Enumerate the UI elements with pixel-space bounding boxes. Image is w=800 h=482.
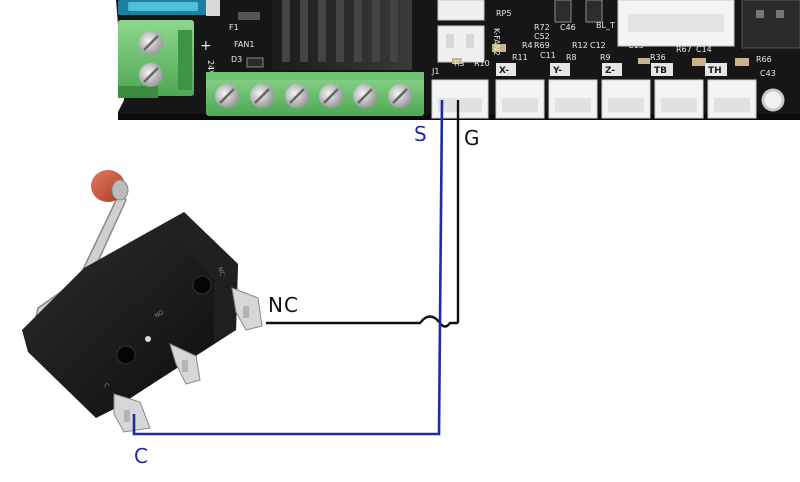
switch-nc-mark: NC bbox=[216, 266, 226, 277]
diode bbox=[246, 57, 264, 68]
silk-k-fan2: K-FAN2 bbox=[492, 28, 501, 56]
silk-r10: R10 bbox=[474, 59, 490, 68]
switch-body bbox=[22, 212, 238, 418]
terminal-24v bbox=[118, 20, 194, 98]
smd-part bbox=[638, 58, 650, 64]
controller-board: D3 FAN1 F1 24V + bbox=[116, 0, 800, 120]
connector-label-y: Y- bbox=[550, 63, 570, 76]
silk-d3: D3 bbox=[231, 55, 242, 64]
plus-mark: + bbox=[200, 38, 212, 54]
fuse-clip bbox=[206, 0, 220, 16]
black-header bbox=[741, 0, 800, 49]
ic-chip bbox=[554, 0, 572, 23]
nc-wire bbox=[266, 315, 458, 328]
silk-j1: J1 bbox=[431, 67, 439, 76]
silk-r69: R69 bbox=[534, 41, 550, 50]
silk-c46: C46 bbox=[560, 23, 576, 32]
silk-fan1: FAN1 bbox=[234, 40, 254, 49]
svg-text:TH: TH bbox=[708, 66, 722, 76]
smd-part bbox=[692, 58, 706, 66]
smd-part bbox=[452, 58, 462, 64]
signal-wire bbox=[132, 99, 444, 436]
jst-header bbox=[437, 0, 485, 21]
mounting-hole bbox=[761, 88, 785, 112]
silk-c14: C14 bbox=[696, 45, 712, 54]
silk-r4: R4 bbox=[522, 41, 533, 50]
common-label: C bbox=[134, 444, 149, 468]
signal-label: S bbox=[414, 122, 428, 146]
jst-connector-j1 bbox=[431, 79, 489, 119]
silk-r3: R3 bbox=[454, 59, 465, 68]
silk-c13: C13 bbox=[628, 41, 644, 50]
silk-r11: R11 bbox=[512, 53, 528, 62]
silk-r9: R9 bbox=[600, 53, 611, 62]
smd-part bbox=[238, 12, 260, 20]
connector-label-z: Z- bbox=[602, 63, 622, 76]
connector-label-x: X- bbox=[496, 63, 516, 76]
ic-chip bbox=[585, 0, 603, 23]
connector-label-tb: TB bbox=[651, 63, 673, 76]
nc-label: NC bbox=[268, 293, 299, 317]
svg-text:Y-: Y- bbox=[552, 66, 562, 76]
svg-text:X-: X- bbox=[499, 66, 509, 76]
silk-c43: C43 bbox=[760, 69, 776, 78]
ground-label: G bbox=[464, 126, 481, 150]
switch-mount-hole bbox=[116, 345, 136, 365]
silk-r72: R72 bbox=[534, 23, 550, 32]
silk-c12: C12 bbox=[590, 41, 606, 50]
svg-text:Z-: Z- bbox=[605, 66, 615, 76]
micro-switch: NO NC C bbox=[22, 170, 263, 433]
switch-terminal-c bbox=[113, 393, 151, 433]
silk-24v: 24V bbox=[206, 60, 215, 76]
jst-connector-x bbox=[495, 79, 545, 119]
silk-r12: R12 bbox=[572, 41, 588, 50]
jst-header bbox=[437, 25, 485, 63]
switch-body-text: NO bbox=[154, 309, 166, 320]
terminal-block-6 bbox=[206, 72, 424, 116]
silk-c52: C52 bbox=[534, 32, 550, 41]
fuse-window bbox=[128, 2, 198, 11]
switch-indicator-dot bbox=[145, 336, 151, 342]
silk-r66: R66 bbox=[756, 55, 772, 64]
silk-bl-t: BL_T bbox=[596, 21, 615, 30]
silk-f1: F1 bbox=[229, 23, 239, 32]
connector-label-th: TH bbox=[705, 63, 727, 76]
silk-c11: C11 bbox=[540, 51, 556, 60]
smd-part bbox=[735, 58, 749, 66]
jst-connector-y bbox=[548, 79, 598, 119]
jst-connector-tb bbox=[654, 79, 704, 119]
switch-mount-hole bbox=[192, 275, 212, 295]
jst-connector-z bbox=[601, 79, 651, 119]
smd-part bbox=[492, 44, 506, 52]
silk-r67: R67 bbox=[676, 45, 692, 54]
silk-r8: R8 bbox=[566, 53, 577, 62]
jst-connector-th bbox=[707, 79, 757, 119]
svg-text:TB: TB bbox=[654, 66, 667, 76]
switch-c-mark: C bbox=[102, 382, 110, 388]
silk-r36: R36 bbox=[650, 53, 666, 62]
silk-rp5: RP5 bbox=[496, 9, 511, 18]
heatsink bbox=[272, 0, 412, 70]
switch-roller bbox=[91, 170, 129, 202]
